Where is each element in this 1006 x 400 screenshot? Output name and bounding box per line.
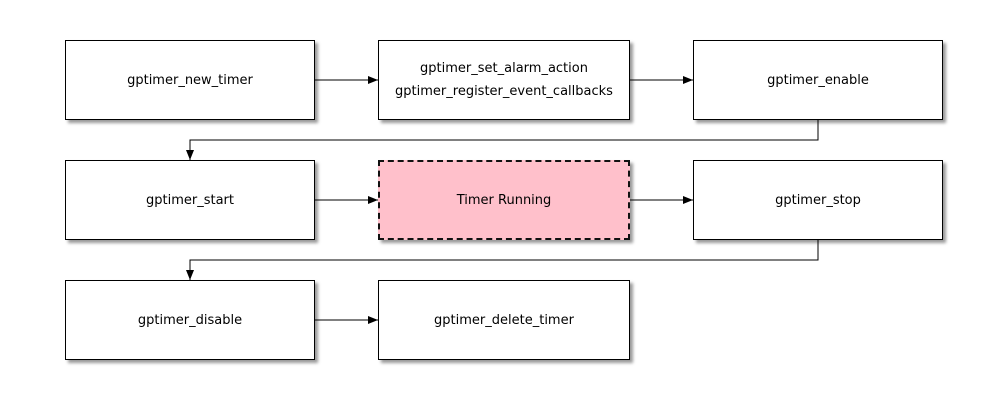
- edge-stop-to-disable: [186, 240, 819, 280]
- node-gptimer-enable: gptimer_enable: [693, 40, 943, 120]
- node-label: Timer Running: [456, 192, 552, 208]
- node-label-line2: gptimer_register_event_callbacks: [395, 84, 613, 99]
- node-label: gptimer_start: [146, 192, 234, 208]
- node-label: gptimer_stop: [775, 192, 861, 208]
- node-gptimer-start: gptimer_start: [65, 160, 315, 240]
- node-label: gptimer_delete_timer: [434, 312, 574, 328]
- edge-enable-to-start: [186, 120, 819, 160]
- node-gptimer-disable: gptimer_disable: [65, 280, 315, 360]
- node-gptimer-stop: gptimer_stop: [693, 160, 943, 240]
- node-gptimer-set-alarm-action: gptimer_set_alarm_action gptimer_registe…: [378, 40, 630, 120]
- node-gptimer-delete-timer: gptimer_delete_timer: [378, 280, 630, 360]
- node-label: gptimer_enable: [767, 72, 869, 88]
- node-timer-running: Timer Running: [378, 160, 630, 240]
- node-label-line1: gptimer_set_alarm_action: [420, 61, 588, 76]
- node-label: gptimer_disable: [137, 312, 243, 328]
- node-label: gptimer_new_timer: [127, 72, 253, 88]
- node-gptimer-new-timer: gptimer_new_timer: [65, 40, 315, 120]
